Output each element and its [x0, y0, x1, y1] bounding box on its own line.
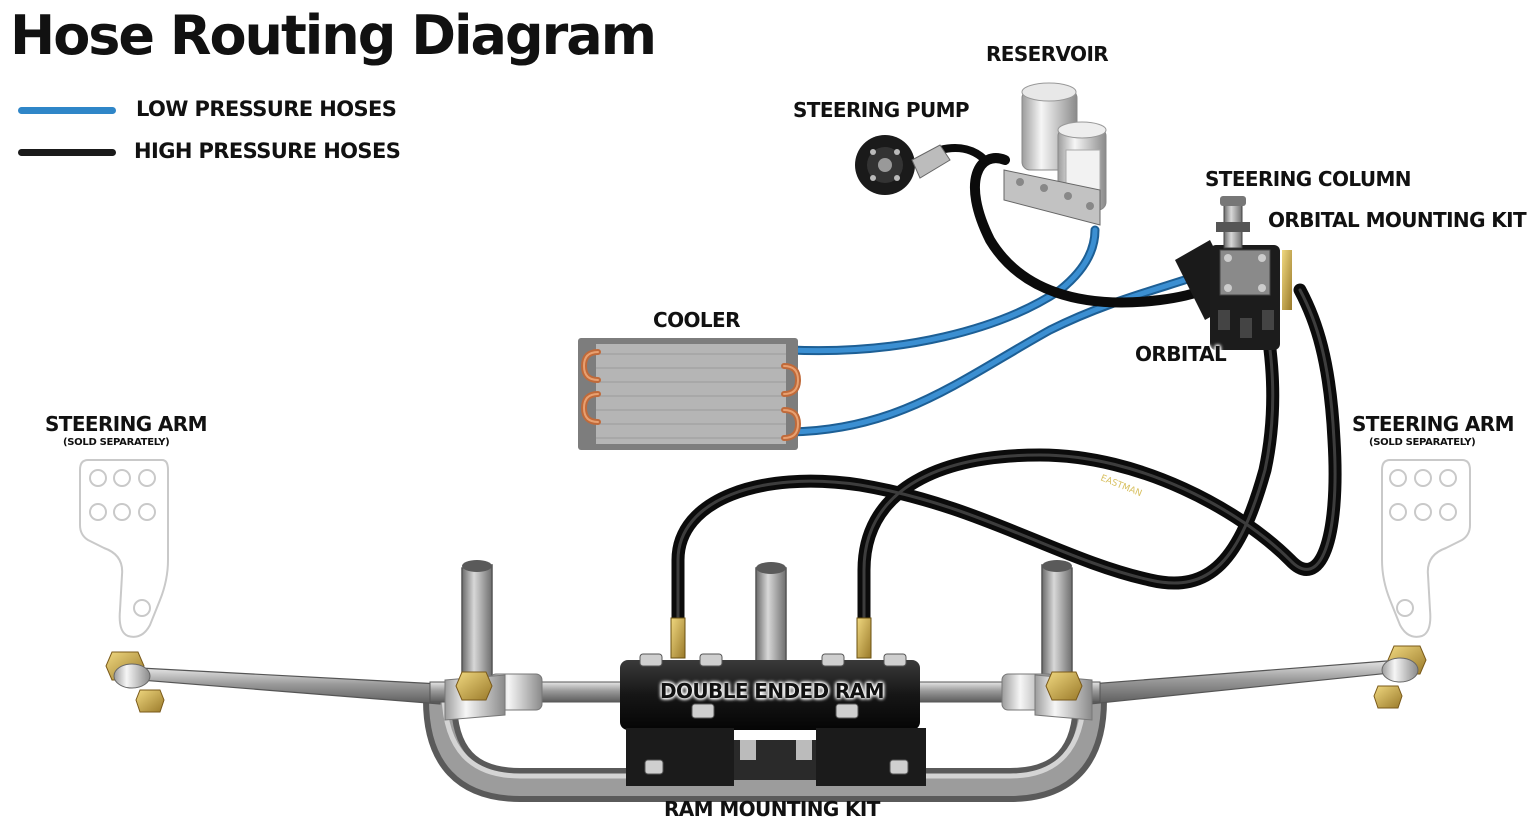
reservoir-drawing	[1003, 82, 1107, 226]
ram-mounting-kit-label: RAM MOUNTING KIT	[664, 797, 880, 821]
steering-pump-label: STEERING PUMP	[793, 98, 970, 122]
steering-arm-left-drawing	[79, 459, 169, 638]
legend-low-pressure-swatch	[18, 107, 116, 114]
legend-low-pressure-label: LOW PRESSURE HOSES	[136, 97, 397, 121]
rod-ends	[105, 645, 1427, 721]
low-pressure-hoses	[785, 225, 1240, 437]
orbital-drawing	[1175, 196, 1292, 350]
page-title: Hose Routing Diagram	[10, 4, 657, 67]
legend-high-pressure-label: HIGH PRESSURE HOSES	[134, 139, 401, 163]
steering-arm-right-note: (SOLD SEPARATELY)	[1369, 437, 1476, 448]
hose-print-text: EASTMAN	[1099, 474, 1143, 500]
legend-high-pressure-swatch	[18, 149, 116, 156]
double-ended-ram-body	[620, 653, 926, 786]
cooler-label: COOLER	[653, 308, 740, 332]
steering-arm-right-drawing	[1381, 459, 1471, 638]
reservoir-label: RESERVOIR	[986, 42, 1109, 66]
steering-arm-left-label: STEERING ARM	[45, 412, 208, 436]
steering-arm-right-label: STEERING ARM	[1352, 412, 1515, 436]
orbital-mounting-kit-label: ORBITAL MOUNTING KIT	[1268, 208, 1527, 232]
steering-column-label: STEERING COLUMN	[1205, 167, 1412, 191]
high-pressure-hoses	[670, 144, 1342, 659]
orbital-label: ORBITAL	[1135, 342, 1227, 366]
steering-arm-left-note: (SOLD SEPARATELY)	[63, 437, 170, 448]
cooler-drawing	[578, 338, 802, 450]
double-ended-ram-label: DOUBLE ENDED RAM	[660, 679, 884, 703]
steering-pump-drawing	[855, 135, 951, 195]
